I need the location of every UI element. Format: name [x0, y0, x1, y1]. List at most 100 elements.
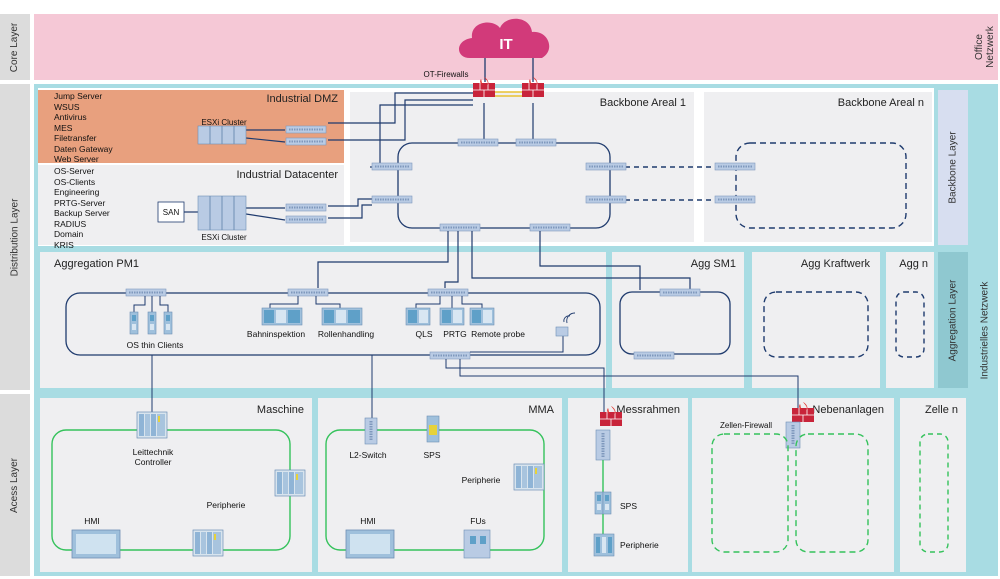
list-item: Domain: [54, 229, 84, 239]
aggregation-pm1-title: Aggregation PM1: [54, 258, 139, 270]
network-switch-icon: [585, 195, 627, 204]
nebenanlagen-title: Nebenanlagen: [812, 404, 884, 416]
list-item: Web Server: [54, 154, 99, 164]
industrial-network-label: Industrielles Netzwerk: [972, 84, 998, 576]
network-switch-icon: [659, 288, 701, 297]
os-thin-client-icon: [129, 311, 139, 335]
network-switch-icon: [285, 203, 327, 212]
prtg-label: PRTG: [443, 329, 466, 339]
maschine-peripherie-label: Peripherie: [207, 500, 246, 510]
san-label: SAN: [163, 208, 180, 217]
zellen-firewall-icon: [791, 401, 815, 423]
network-switch-icon: [371, 162, 413, 171]
controller-label-1: Leittechnik: [133, 447, 174, 457]
l2-switch-icon: [364, 417, 378, 445]
network-switch-icon: [515, 138, 557, 147]
list-item: Filetransfer: [54, 133, 97, 143]
ot-firewall-1-icon: [472, 76, 496, 98]
nebenanlagen-cell-2: [795, 433, 869, 553]
it-label: IT: [499, 36, 512, 53]
list-item: PRTG-Server: [54, 197, 106, 208]
distribution-layer-label: Distribution Layer: [0, 84, 30, 390]
dmz-title: Industrial DMZ: [266, 93, 338, 105]
list-item: MES: [54, 122, 73, 133]
list-item: Daten Gateway: [54, 143, 113, 154]
mma-peripherie-label: Peripherie: [462, 475, 501, 485]
wireless-access-point-icon: [555, 312, 576, 337]
messrahmen-title: Messrahmen: [616, 404, 680, 416]
mma-title: MMA: [528, 404, 554, 416]
agg-sm1-zone: Agg SM1: [612, 252, 744, 388]
network-switch-icon: [633, 351, 675, 360]
agg-sm1-ring: [619, 291, 731, 355]
hmi-panel-icon: [345, 529, 395, 559]
fus-label: FUs: [470, 516, 486, 526]
network-switch-icon: [285, 125, 327, 134]
agg-n-ring: [895, 291, 925, 358]
it-cloud-icon: [458, 18, 550, 58]
server-icon: [321, 307, 363, 326]
agg-n-title: Agg n: [899, 258, 928, 270]
network-switch-icon: [439, 223, 481, 232]
aggregation-layer-label: Aggregation Layer: [938, 252, 968, 388]
access-layer-label: Acess Layer: [0, 394, 30, 576]
agg-kraftwerk-title: Agg Kraftwerk: [800, 258, 870, 270]
maschine-hmi-label: HMI: [84, 516, 100, 526]
esxi-cluster-dc-icon: [197, 195, 247, 231]
network-switch-icon: [429, 351, 471, 360]
dmz-esxi-label: ESXi Cluster: [201, 118, 247, 127]
agg-n-zone: Agg n: [886, 252, 934, 388]
network-switch-icon: [714, 195, 756, 204]
agg-kraftwerk-zone: Agg Kraftwerk: [752, 252, 880, 388]
network-switch-icon: [285, 137, 327, 146]
zelle-n-cell: [919, 433, 949, 553]
l2-switch-label: L2-Switch: [349, 450, 387, 460]
messrahmen-sps-label: SPS: [620, 501, 637, 511]
server-icon: [469, 307, 495, 326]
network-switch-icon: [785, 421, 801, 449]
peripherie-icon: [513, 463, 545, 491]
peripherie-icon: [593, 533, 615, 557]
network-switch-icon: [427, 288, 469, 297]
qls-label: QLS: [415, 329, 432, 339]
network-switch-icon: [125, 288, 167, 297]
backbone-layer-label: Backbone Layer: [938, 90, 968, 245]
esxi-cluster-dmz-icon: [197, 125, 247, 145]
hmi-panel-icon: [71, 529, 121, 559]
messrahmen-firewall-icon: [599, 405, 623, 427]
server-icon: [439, 307, 465, 326]
network-switch-icon: [371, 195, 413, 204]
server-icon: [405, 307, 431, 326]
messrahmen-peripherie-label: Peripherie: [620, 540, 659, 550]
backbone-n-ring: [735, 142, 907, 229]
list-item: OS-Server: [54, 166, 95, 176]
bahninspektion-label: Bahninspektion: [247, 329, 305, 339]
san-box: [157, 201, 185, 223]
dc-esxi-label: ESXi Cluster: [201, 233, 247, 242]
sps-icon: [594, 491, 612, 515]
core-layer-label: Core Layer: [0, 14, 30, 80]
network-switch-icon: [585, 162, 627, 171]
ot-firewalls-label: OT-Firewalls: [424, 70, 469, 79]
peripherie-icon: [192, 529, 224, 557]
server-icon: [261, 307, 303, 326]
agg-kraftwerk-ring: [763, 291, 869, 358]
list-item: Engineering: [54, 187, 100, 197]
list-item: Antivirus: [54, 112, 87, 122]
mma-sps-label: SPS: [423, 450, 440, 460]
backbone-areal-n-title: Backbone Areal n: [837, 97, 924, 109]
maschine-title: Maschine: [256, 404, 304, 416]
zelle-n-title: Zelle n: [924, 404, 958, 416]
nebenanlagen-cell-1: [711, 433, 789, 553]
network-switch-icon: [595, 429, 611, 461]
list-item: OS-Clients: [54, 176, 96, 187]
mma-hmi-label: HMI: [360, 516, 376, 526]
aggregation-pm1-ring: [65, 292, 601, 356]
remote-probe-label: Remote probe: [471, 329, 525, 339]
network-switch-icon: [285, 215, 327, 224]
network-switch-icon: [529, 223, 571, 232]
datacenter-server-list: OS-Server OS-Clients Engineering PRTG-Se…: [54, 166, 110, 250]
messrahmen-zone: Messrahmen: [568, 398, 688, 572]
peripherie-icon: [274, 469, 306, 497]
office-network-label: Office Netzwerk: [972, 14, 998, 80]
